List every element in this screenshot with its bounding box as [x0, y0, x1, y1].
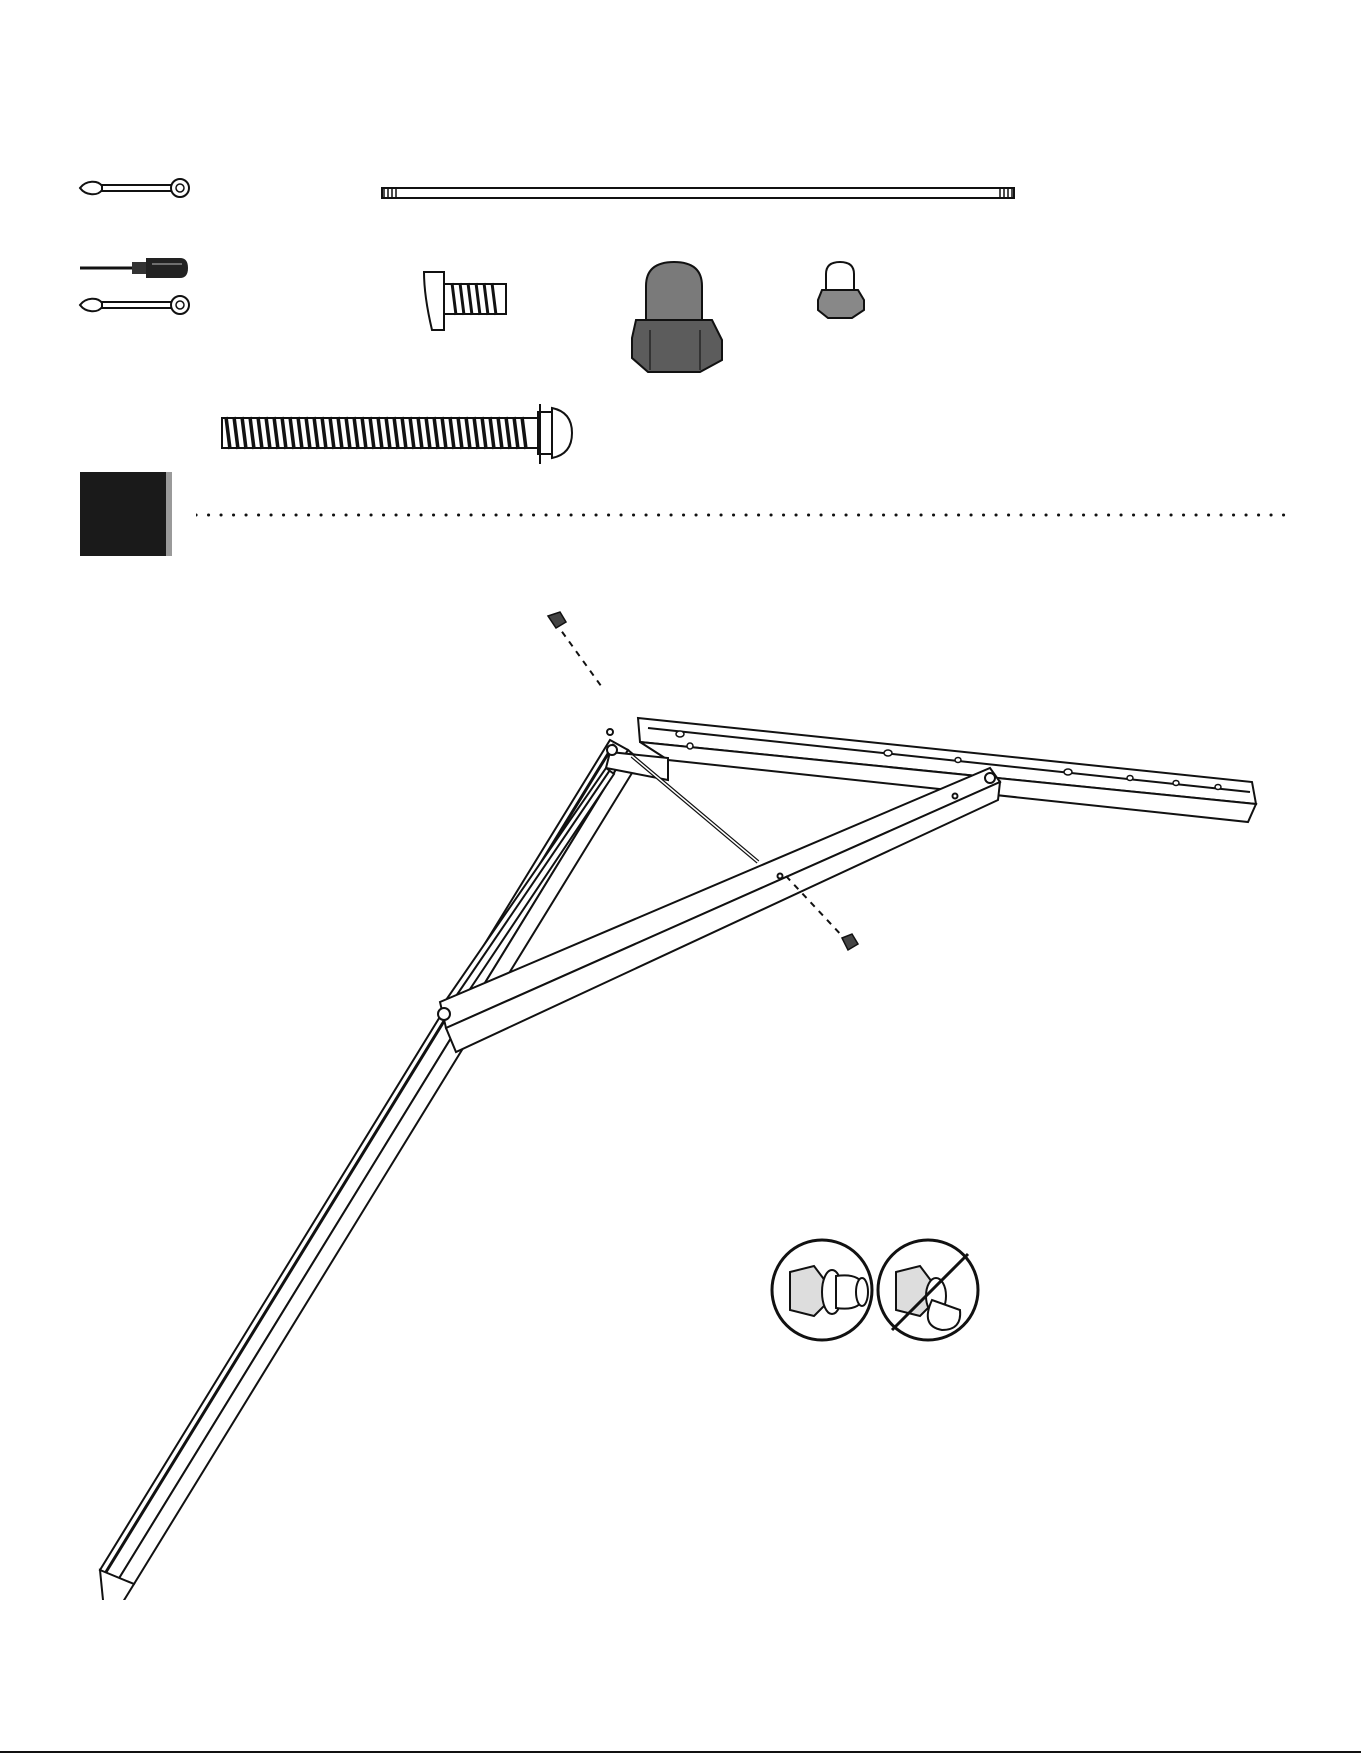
long-leg: [100, 740, 640, 1600]
small-acorn-nut: [842, 934, 858, 950]
threaded-rod: [382, 187, 1014, 199]
small-acorn-nut: [548, 612, 566, 628]
long-bolt: [222, 404, 572, 464]
wrench-icon: [80, 296, 189, 314]
small-acorn-nut: [818, 262, 864, 318]
short-bolt: [424, 272, 506, 330]
tension-rod: [632, 756, 758, 862]
footer-rule: [0, 1751, 1361, 1753]
truss-assembly-diagram: [0, 600, 1361, 1600]
step-number-block: [80, 472, 172, 556]
large-acorn-nut: [632, 262, 722, 372]
crossed-incorrect-nut-icon: [878, 1240, 978, 1340]
screwdriver-icon: [80, 258, 188, 278]
hardware-panel: [0, 0, 1361, 470]
check-correct-nut-icon: [772, 1240, 872, 1340]
nut-orientation-callout: [770, 1230, 990, 1350]
dotted-divider: [196, 512, 1286, 518]
wrench-icon: [80, 179, 189, 197]
